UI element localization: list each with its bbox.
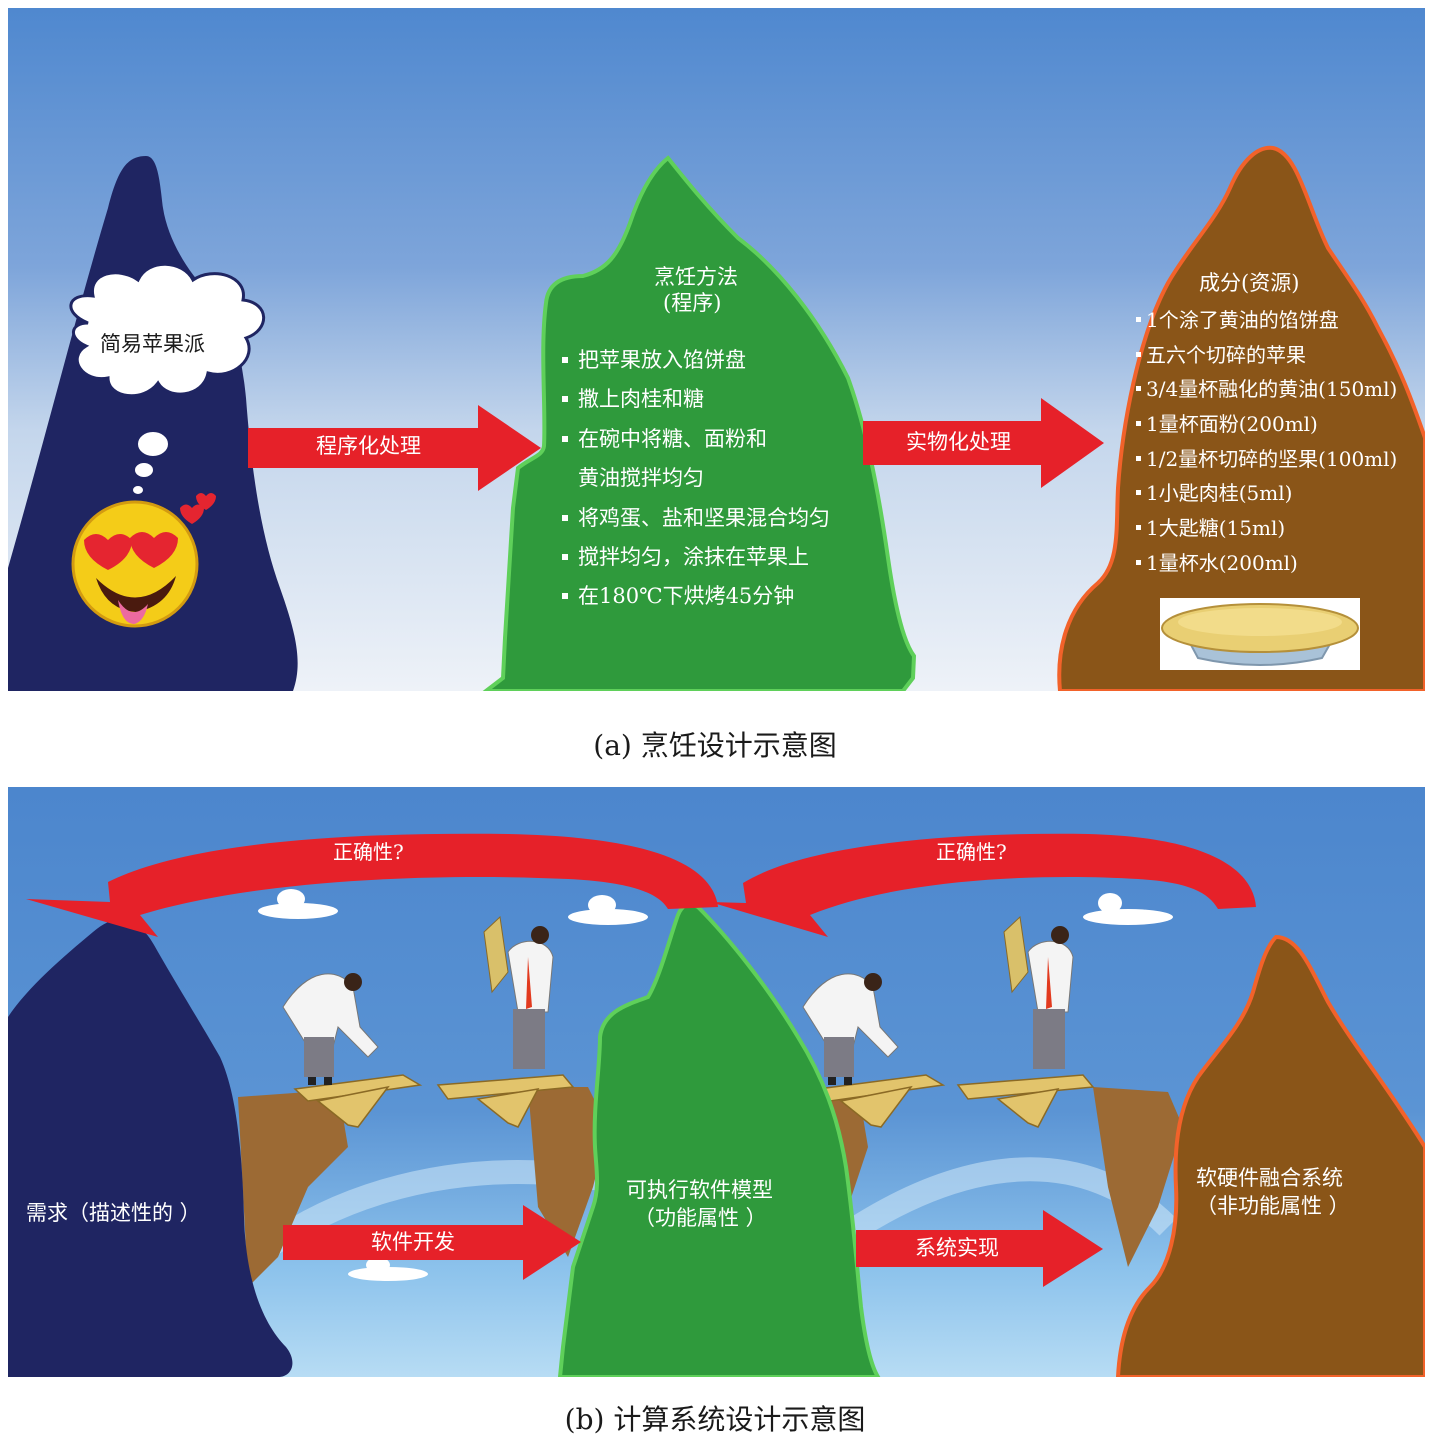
- method-step: 搅拌均匀，涂抹在苹果上: [560, 538, 830, 577]
- cliff-rocks: [1093, 1087, 1183, 1267]
- brown-peak: [1057, 145, 1425, 691]
- workers: [282, 915, 1074, 1085]
- system-implementation-arrow: [856, 1210, 1103, 1287]
- software-development-arrow: [283, 1205, 581, 1280]
- computing-design-panel: 正确性? 正确性? 需求（描述性的 ） 可执行软件模型 （功能属性 ） 软硬件融…: [8, 787, 1425, 1377]
- caption-b: (b) 计算系统设计示意图: [564, 1403, 866, 1436]
- ingredient-item: 1大匙糖(15ml): [1136, 511, 1397, 546]
- thought-dot-medium: [133, 461, 155, 479]
- thought-dot-large: [136, 430, 170, 458]
- materialization-arrow: [863, 398, 1104, 488]
- programming-arrow: [248, 405, 541, 491]
- method-step: 把苹果放入馅饼盘: [560, 341, 830, 380]
- requirement-label: 需求（描述性的 ）: [26, 1201, 201, 1225]
- cliff-rocks: [528, 1087, 608, 1257]
- method-step: 将鸡蛋、盐和坚果混合均匀: [560, 499, 830, 538]
- thought-bubble-text: 简易苹果派: [100, 332, 205, 356]
- integrated-system-subtitle: （非功能属性 ）: [1196, 1194, 1350, 1218]
- ingredient-item: 1/2量杯切碎的坚果(100ml): [1136, 442, 1397, 477]
- wooden-bridges: [293, 1074, 1095, 1128]
- method-steps-list: 把苹果放入馅饼盘 撒上肉桂和糖 在碗中将糖、面粉和 黄油搅拌均匀 将鸡蛋、盐和坚…: [560, 341, 830, 617]
- cooking-diagram-shapes: [8, 145, 1425, 691]
- system-implementation-label: 系统实现: [915, 1236, 999, 1260]
- correctness-label-right: 正确性?: [936, 840, 1007, 864]
- thought-dot-small: [131, 484, 145, 496]
- brown-peak: [1115, 934, 1425, 1377]
- correctness-label-left: 正确性?: [333, 840, 404, 864]
- method-step: 在180℃下烘烤45分钟: [560, 577, 830, 616]
- ingredient-item: 1小匙肉桂(5ml): [1136, 476, 1397, 511]
- method-step: 在碗中将糖、面粉和: [560, 420, 830, 459]
- computing-diagram-shapes: [8, 833, 1425, 1377]
- correctness-arrow-left: [26, 833, 718, 937]
- method-title: 烹饪方法: [654, 265, 738, 289]
- cooking-design-panel: 简易苹果派 程序化处理 实物化处理 烹饪方法 (程序) 把苹果放入馅饼盘 撒上肉…: [8, 8, 1425, 691]
- apple-pie-image: [1160, 598, 1360, 670]
- ingredients-title: 成分(资源): [1199, 271, 1300, 295]
- materialization-arrow-label: 实物化处理: [906, 430, 1011, 454]
- caption-a: (a) 烹饪设计示意图: [593, 729, 837, 762]
- navy-peak: [8, 919, 293, 1377]
- integrated-system-title: 软硬件融合系统: [1196, 1166, 1343, 1190]
- ingredient-item: 1量杯面粉(200ml): [1136, 407, 1397, 442]
- green-peak: [557, 902, 881, 1377]
- ingredient-item: 1个涂了黄油的馅饼盘: [1136, 303, 1397, 338]
- thought-cloud: [69, 262, 266, 398]
- correctness-arrow-right: [710, 833, 1256, 937]
- green-peak: [482, 155, 917, 691]
- software-development-label: 软件开发: [371, 1230, 455, 1254]
- ingredient-item: 1量杯水(200ml): [1136, 546, 1397, 581]
- method-step: 撒上肉桂和糖: [560, 380, 830, 419]
- software-model-title: 可执行软件模型: [626, 1178, 773, 1202]
- software-model-subtitle: （功能属性 ）: [634, 1206, 767, 1230]
- ingredient-item: 3/4量杯融化的黄油(150ml): [1136, 372, 1397, 407]
- ingredients-list: 1个涂了黄油的馅饼盘 五六个切碎的苹果 3/4量杯融化的黄油(150ml) 1量…: [1136, 303, 1397, 581]
- programming-arrow-label: 程序化处理: [316, 434, 421, 458]
- method-step-continued: 黄油搅拌均匀: [578, 466, 704, 491]
- sky-clouds: [258, 889, 1173, 1281]
- love-face-emoji: [71, 493, 216, 628]
- cliff-rocks: [238, 1087, 348, 1287]
- ingredient-item: 五六个切碎的苹果: [1136, 338, 1397, 373]
- method-subtitle: (程序): [663, 291, 722, 315]
